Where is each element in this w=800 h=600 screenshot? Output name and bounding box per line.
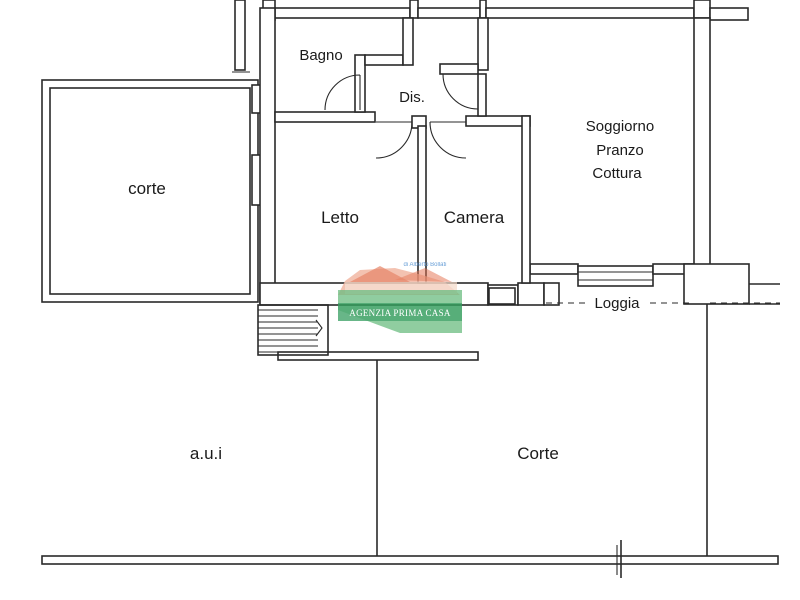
- agency-watermark: AGENZIA PRIMA CASA di Alberto Bollati: [338, 262, 462, 333]
- agency-name: AGENZIA PRIMA CASA: [349, 308, 451, 318]
- label-corte-main: Corte: [517, 444, 559, 463]
- door-swings: [324, 73, 479, 159]
- label-soggiorno: Soggiorno: [586, 118, 654, 135]
- yard-lines: [41, 302, 780, 578]
- interior-walls: [274, 17, 531, 305]
- upper-walls: [232, 0, 749, 73]
- label-loggia: Loggia: [594, 295, 640, 312]
- label-camera: Camera: [444, 208, 505, 227]
- label-pranzo: Pranzo: [596, 142, 644, 159]
- agency-subtitle: di Alberto Bollati: [403, 262, 446, 268]
- label-letto: Letto: [321, 208, 359, 227]
- room-labels: Bagno Dis. Soggiorno Pranzo Cottura cort…: [128, 47, 654, 463]
- stairs: [257, 304, 479, 361]
- label-cottura: Cottura: [592, 165, 642, 182]
- label-aui: a.u.i: [190, 444, 222, 463]
- label-dis: Dis.: [399, 89, 425, 106]
- banner-shape: [338, 303, 462, 321]
- label-bagno: Bagno: [299, 47, 342, 64]
- label-corte-left: corte: [128, 179, 166, 198]
